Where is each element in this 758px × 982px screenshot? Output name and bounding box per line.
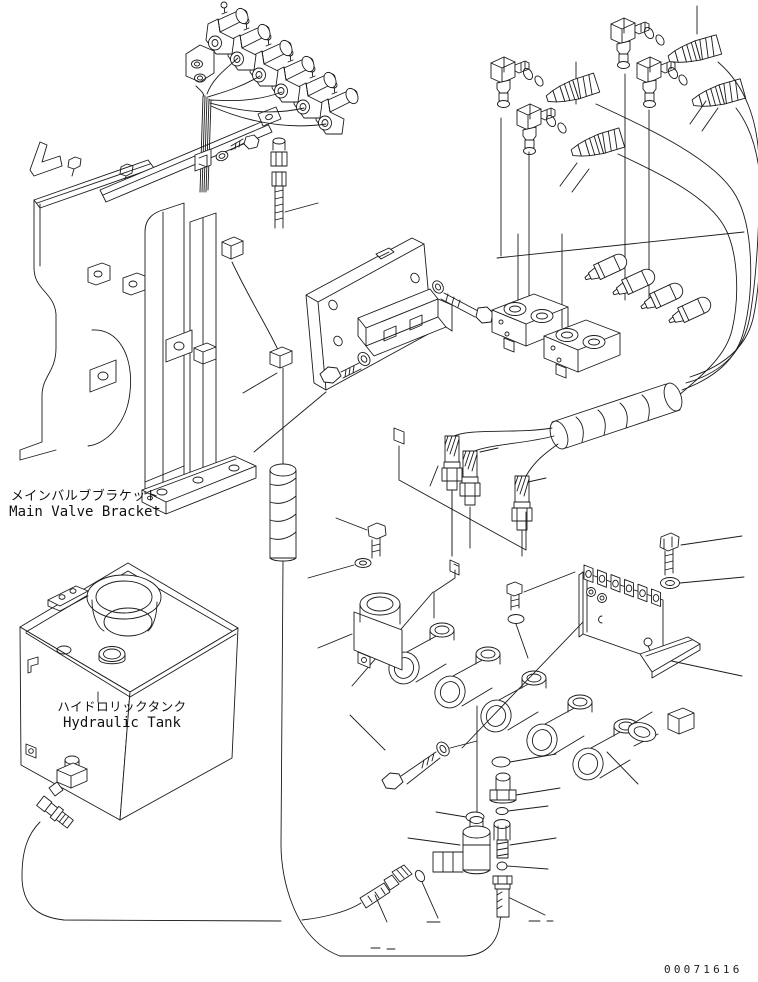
wire-harness [194, 57, 327, 193]
main-valve-bracket-label-jp: メインバルブブラケット [10, 489, 160, 504]
plate-bolt-lower [319, 352, 371, 384]
nipple [489, 772, 561, 804]
main-valve-bracket-label: メインバルブブラケット Main Valve Bracket [0, 485, 170, 520]
terminal-bracket [461, 532, 745, 749]
o-rings [522, 26, 688, 134]
port-blocks [491, 293, 621, 379]
elbow-fitting [407, 816, 491, 875]
top-right-fittings [490, 5, 747, 329]
drain-elbow [48, 755, 88, 797]
plate-channel-bracket [357, 288, 453, 357]
cartridge-valves [581, 251, 714, 329]
spiral-wrap [269, 463, 297, 562]
bottom-fittings [301, 714, 561, 923]
main-valve-bracket [19, 106, 282, 515]
terminal-bolt [659, 532, 745, 589]
terminal-clips [583, 564, 661, 607]
manifold-bolt [307, 517, 387, 579]
hanging-fitting [441, 435, 463, 491]
hydraulic-tank-label-en: Hydraulic Tank [62, 715, 181, 731]
hydraulic-tank-label: ハイドロリックタンク Hydraulic Tank [36, 696, 208, 731]
filler-cap [98, 646, 126, 665]
union-fitting [270, 137, 319, 229]
spiral-wrap [549, 382, 683, 450]
hose-end-diagonal [301, 864, 439, 923]
long-bolt [349, 714, 478, 790]
hanging-fitting [459, 450, 481, 506]
tank-hose-fitting [36, 795, 74, 829]
drawing-number: 00071616 [664, 963, 743, 976]
filler-neck [86, 574, 162, 637]
mounting-plate-assembly [253, 237, 494, 453]
manifold-bolt-2 [506, 571, 576, 659]
adapter [493, 819, 557, 859]
top-valve-bank [185, 1, 361, 193]
return-hose [21, 236, 554, 957]
plate-bolt-right [432, 280, 494, 324]
main-valve-bracket-label-en: Main Valve Bracket [9, 504, 161, 520]
lower-valve-manifold [307, 489, 743, 813]
top-bolt-washer [215, 134, 260, 162]
hydraulic-tank-label-jp: ハイドロリックタンク [57, 699, 187, 714]
hose-end-bottom [492, 875, 546, 918]
hanging-fitting [511, 475, 533, 531]
hydraulic-tank [19, 562, 239, 829]
